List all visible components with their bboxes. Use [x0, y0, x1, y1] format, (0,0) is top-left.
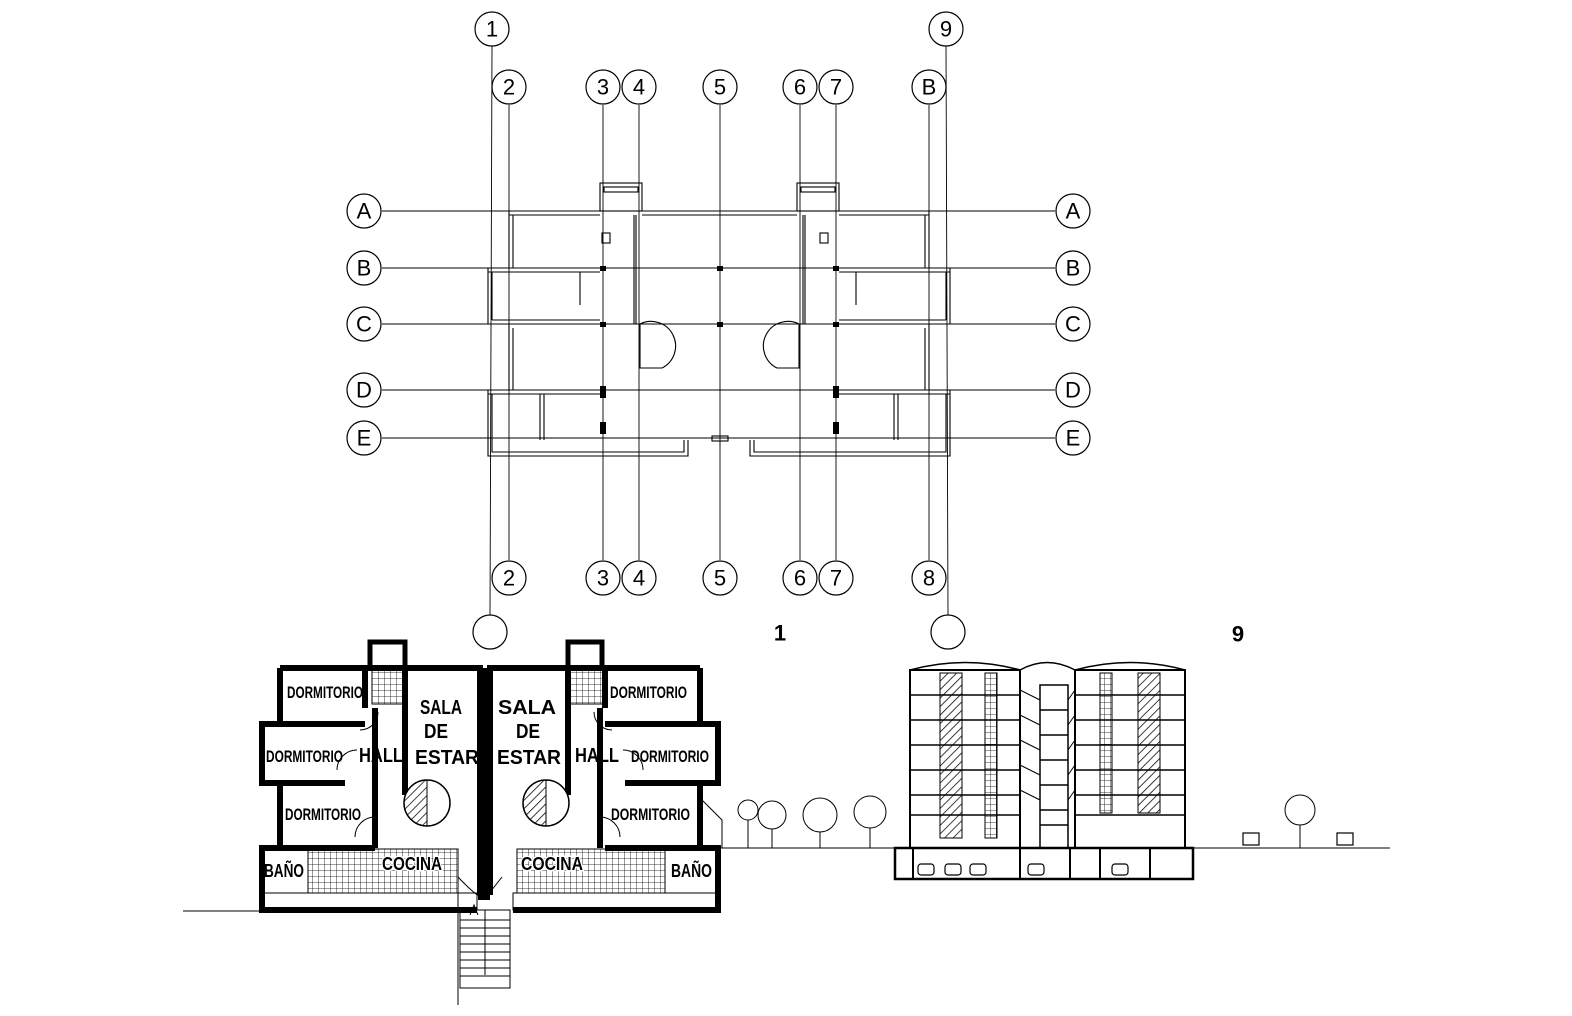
structure-outline	[487, 182, 951, 457]
room-label-estar: ESTAR	[415, 747, 480, 769]
elevation-label-9: 9	[1232, 622, 1244, 647]
axis-label-left-a: A	[357, 199, 372, 224]
parked-cars	[917, 863, 1129, 876]
axis-bubble-1-bottom	[472, 614, 508, 650]
vertical-axis-bubbles-bottom: 2 3 4 5 6 7 8	[491, 560, 947, 596]
axis-label-top-2: 2	[503, 75, 515, 100]
axis-label-top-b: B	[922, 75, 937, 100]
room-label-hall: HALL	[575, 745, 619, 767]
elevation-label-1: 1	[774, 621, 786, 646]
vehicle	[1242, 832, 1260, 846]
axis-label-bottom-2: 2	[503, 566, 515, 591]
axis-bubble-9: 9	[928, 11, 964, 47]
axis-label-1: 1	[486, 17, 498, 42]
room-label-cocina: COCINA	[382, 854, 442, 874]
axis-label-right-c: C	[1065, 312, 1081, 337]
floor-slabs	[910, 694, 1185, 826]
axis-label-bottom-3: 3	[597, 566, 609, 591]
axis-bubble-1: 1	[474, 11, 510, 47]
axis-label-bottom-6: 6	[794, 566, 806, 591]
axis-label-left-e: E	[357, 426, 372, 451]
axis-label-left-b: B	[357, 256, 372, 281]
structural-plan: 1 9 2 3 4 5 6 7 B 2 3 4 5 6 7 8 A	[346, 11, 1091, 650]
axis-label-left-c: C	[356, 312, 372, 337]
room-label-dormitorio: DORMITORIO	[611, 805, 690, 824]
tower-left	[909, 669, 1021, 849]
room-label-dormitorio: DORMITORIO	[287, 683, 363, 702]
horizontal-axis-bubbles-right: A B C D E	[1055, 193, 1091, 456]
axis-line-1	[489, 45, 493, 616]
axis-line-9	[945, 45, 949, 616]
axis-label-bottom-4: 4	[633, 566, 645, 591]
facade-band-left	[939, 672, 963, 839]
room-label-cocina: COCINA	[521, 854, 583, 874]
axis-label-left-d: D	[356, 378, 372, 403]
axis-label-right-d: D	[1065, 378, 1081, 403]
elevator-core	[1039, 684, 1069, 849]
axis-label-bottom-8: 8	[923, 566, 935, 591]
unit-left: DORMITORIO DORMITORIO DORMITORIO HALL SA…	[259, 639, 483, 913]
axis-label-bottom-7: 7	[830, 566, 842, 591]
axis-label-top-4: 4	[633, 75, 645, 100]
room-label-de: DE	[424, 721, 448, 743]
unit-right: DORMITORIO DORMITORIO DORMITORIO HALL SA…	[487, 639, 721, 913]
axis-label-right-e: E	[1066, 426, 1081, 451]
facade-band-right	[1137, 672, 1161, 814]
axis-label-top-3: 3	[597, 75, 609, 100]
floor-plan: DORMITORIO DORMITORIO DORMITORIO HALL SA…	[183, 639, 721, 1005]
room-label-dormitorio: DORMITORIO	[266, 747, 343, 766]
room-label-sala: SALA	[420, 697, 462, 719]
axis-label-top-6: 6	[794, 75, 806, 100]
axis-label-9: 9	[940, 17, 952, 42]
building-elevation: 1 9	[699, 621, 1390, 881]
room-label-sala: SALA	[498, 697, 556, 719]
axis-label-right-b: B	[1066, 256, 1081, 281]
axis-label-top-7: 7	[830, 75, 842, 100]
room-label-hall: HALL	[359, 745, 403, 767]
basement	[893, 846, 1195, 881]
room-label-bano: BAÑO	[264, 860, 304, 881]
room-label-dormitorio: DORMITORIO	[610, 683, 687, 702]
horizontal-axis-bubbles-left: A B C D E	[346, 193, 382, 456]
trees	[737, 794, 1316, 848]
room-label-estar: ESTAR	[497, 747, 562, 769]
room-label-dormitorio: DORMITORIO	[285, 805, 361, 824]
structure-columns	[600, 266, 839, 434]
vertical-axis-bubbles-top: 2 3 4 5 6 7 B	[491, 69, 947, 105]
axis-bubble-9-bottom	[930, 614, 966, 650]
axis-label-bottom-5: 5	[714, 566, 726, 591]
room-label-dormitorio: DORMITORIO	[631, 747, 709, 766]
axis-label-top-5: 5	[714, 75, 726, 100]
room-label-bano: BAÑO	[671, 860, 712, 881]
tower-right	[1074, 669, 1186, 849]
axis-label-right-a: A	[1066, 199, 1081, 224]
room-label-de: DE	[516, 721, 540, 743]
vehicle	[1336, 832, 1354, 846]
